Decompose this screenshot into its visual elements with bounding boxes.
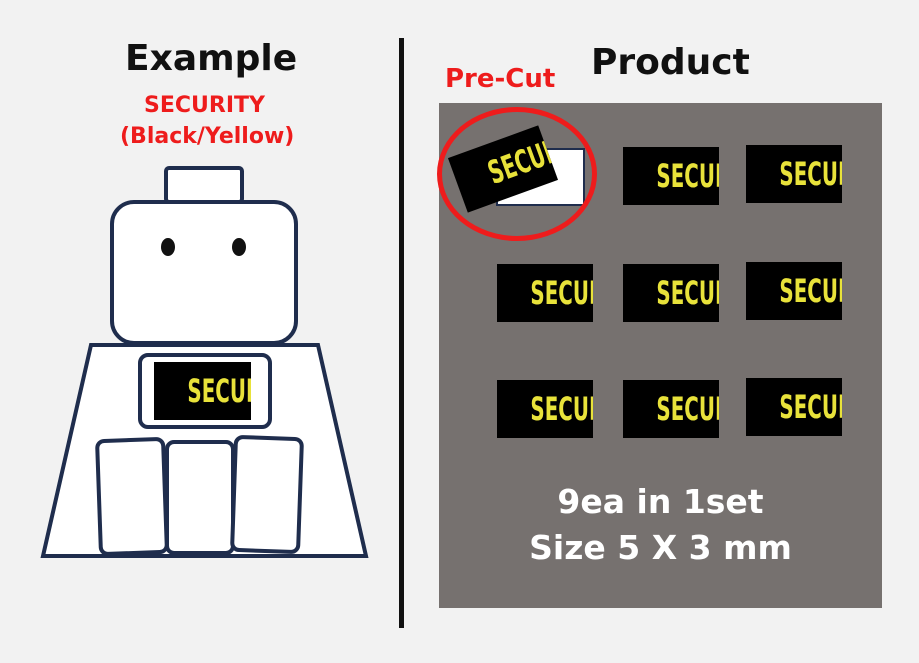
- sticker-r3c3: SECURITY: [746, 378, 842, 436]
- leg-block-left: [94, 436, 170, 557]
- left-eye: [161, 238, 175, 256]
- leg-block-right: [229, 434, 305, 555]
- sticker-r1c2: SECURITY: [623, 147, 719, 205]
- sticker-r3c1: SECURITY: [497, 380, 593, 438]
- sticker-text: SECURITY: [779, 155, 842, 193]
- sticker-r2c2: SECURITY: [623, 264, 719, 322]
- precut-highlight-circle: [437, 107, 597, 241]
- size-text: Size 5 X 3 mm: [529, 528, 792, 567]
- set-quantity-text: 9ea in 1set: [557, 482, 764, 521]
- leg-block-middle: [165, 440, 235, 555]
- head: [110, 200, 298, 345]
- chest-security-sticker: SECURITY: [154, 362, 251, 420]
- sticker-text: SECURITY: [779, 272, 842, 310]
- minifigure-illustration: SECURITY: [0, 0, 400, 663]
- sticker-r2c1: SECURITY: [497, 264, 593, 322]
- sticker-r3c2: SECURITY: [623, 380, 719, 438]
- sticker-text: SECURITY: [779, 388, 842, 426]
- precut-label: Pre-Cut: [445, 64, 556, 94]
- chest-sticker-text: SECURITY: [187, 372, 251, 410]
- sticker-text: SECURITY: [656, 157, 719, 195]
- sticker-text: SECURITY: [656, 274, 719, 312]
- sticker-text: SECURITY: [530, 274, 593, 312]
- sticker-color-label: (Black/Yellow): [120, 124, 295, 149]
- example-title: Example: [125, 38, 298, 79]
- vertical-divider: [399, 38, 404, 628]
- product-title: Product: [591, 42, 750, 83]
- right-eye: [232, 238, 246, 256]
- sticker-name-label: SECURITY: [144, 93, 265, 118]
- sticker-text: SECURITY: [530, 390, 593, 428]
- head-stud: [164, 166, 244, 204]
- sticker-r1c3: SECURITY: [746, 145, 842, 203]
- sticker-r2c3: SECURITY: [746, 262, 842, 320]
- sticker-text: SECURITY: [656, 390, 719, 428]
